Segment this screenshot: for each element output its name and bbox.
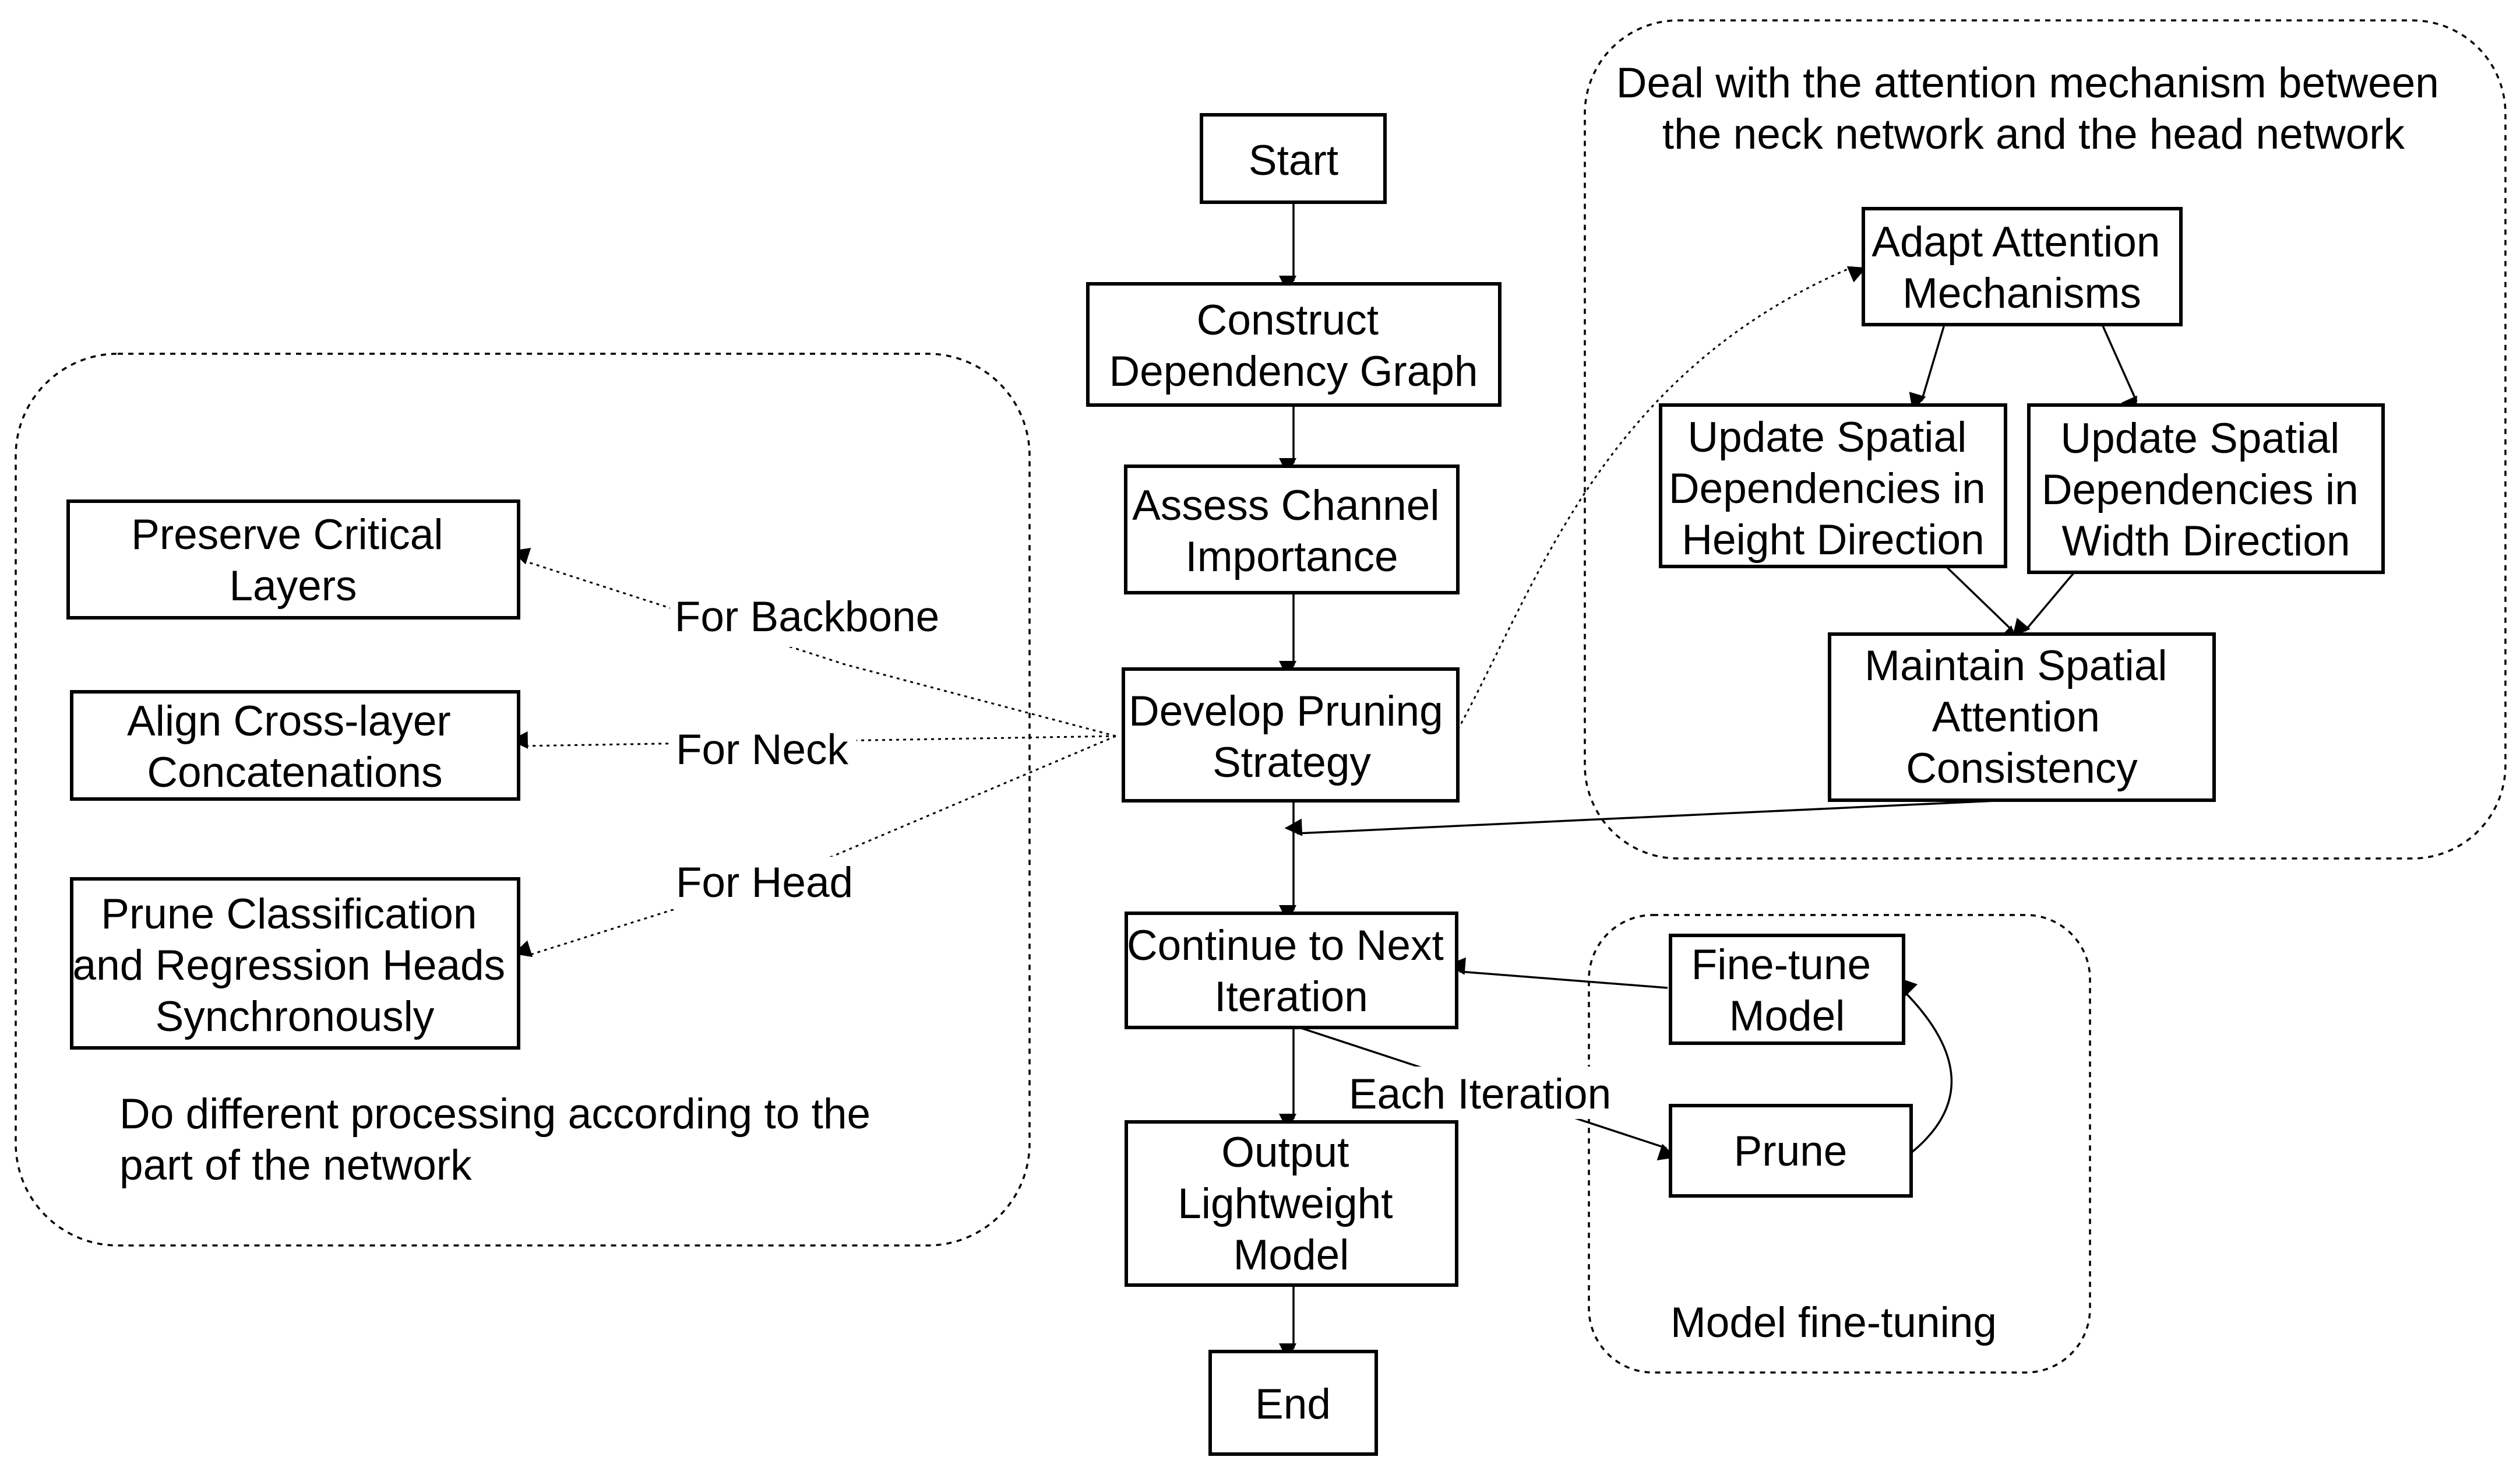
label-for-neck: For Neck: [676, 726, 849, 773]
svg-text:Continue to Next Iterati: Continue to Next Iteration: [1127, 922, 1455, 1020]
label-each-iteration: Each Iteration: [1349, 1071, 1611, 1118]
svg-text:Update Spatial Dependenc: Update Spatial Dependencies in Height Di…: [1669, 414, 1997, 564]
node-align-cross-layer-concatenations: Align Cross-layer Concatenations: [70, 690, 520, 801]
group-network-container: [15, 353, 1031, 1247]
svg-text:Prune Classification and: Prune Classification and Regression Head…: [73, 891, 517, 1040]
edge-develop-preserve: [512, 547, 1116, 737]
svg-text:Maintain Spatial Attenti: Maintain Spatial Attention Consistency: [1865, 642, 2179, 792]
node-construct-dependency-graph: Construct Dependency Graph: [1086, 282, 1502, 407]
svg-text:End: End: [1255, 1381, 1331, 1428]
attention-group-caption: Deal with the attention mechanism betwee…: [1616, 59, 2451, 158]
edge-prune-finetune: [1899, 978, 1952, 1154]
svg-text:Update Spatial Dependenc: Update Spatial Dependencies in Width Dir…: [2042, 415, 2370, 565]
svg-text:Output Lightweight: Output Lightweight Model: [1178, 1129, 1405, 1279]
node-assess-channel-importance: Assess Channel Importance: [1124, 464, 1460, 594]
edge-develop-prune-heads: [513, 735, 1116, 958]
node-preserve-critical-layers: Preserve Critical Layers: [66, 499, 520, 620]
edge-adapt-update-w: [2101, 324, 2138, 416]
node-prune-classification-regression-heads: Prune Classification and Regression Head…: [70, 877, 520, 1050]
svg-text:Align Cross-layer Concat: Align Cross-layer Concatenations: [127, 698, 463, 796]
svg-text:Construct Dependency Gra: Construct Dependency Graph: [1109, 297, 1478, 395]
svg-text:Develop Pruning Strategy: Develop Pruning Strategy: [1129, 688, 1455, 786]
edge-update-h-maintain: [1945, 565, 2018, 644]
node-start: Start: [1200, 113, 1387, 204]
node-end: End: [1208, 1350, 1378, 1456]
svg-text:Fine-tune Model: Fine-tune Model: [1691, 941, 1883, 1040]
svg-text:Start: Start: [1249, 137, 1338, 184]
node-continue-to-next-iteration: Continue to Next Iteration: [1125, 912, 1458, 1029]
svg-text:Preserve Critical Layers: Preserve Critical Layers: [131, 511, 455, 610]
node-develop-pruning-strategy: Develop Pruning Strategy: [1122, 667, 1460, 803]
edge-update-w-maintain: [2012, 571, 2075, 637]
edge-adapt-update-h: [1909, 324, 1945, 411]
node-update-spatial-height: Update Spatial Dependencies in Height Di…: [1659, 403, 2007, 568]
group-attention-container: [1584, 19, 2507, 860]
node-prune: Prune: [1669, 1104, 1913, 1198]
node-fine-tune-model: Fine-tune Model: [1669, 934, 1905, 1045]
edge-develop-adapt: [1457, 266, 1867, 730]
label-for-backbone: For Backbone: [675, 593, 939, 641]
svg-text:Adapt Attention Mechanis: Adapt Attention Mechanisms: [1872, 219, 2172, 317]
node-adapt-attention-mechanisms: Adapt Attention Mechanisms: [1862, 207, 2183, 326]
network-group-caption: Do different processing according to the…: [119, 1090, 882, 1189]
label-for-head: For Head: [676, 859, 853, 906]
node-output-lightweight-model: Output Lightweight Model: [1125, 1120, 1458, 1287]
node-maintain-spatial-attention-consistency: Maintain Spatial Attention Consistency: [1828, 632, 2216, 802]
edge-finetune-continue: [1447, 957, 1668, 989]
node-update-spatial-width: Update Spatial Dependencies in Width Dir…: [2027, 403, 2385, 574]
edge-maintain-merge: [1284, 799, 2008, 836]
svg-text:Prune: Prune: [1734, 1128, 1848, 1175]
edge-develop-align: [510, 731, 1116, 749]
finetune-group-caption: Model fine-tuning: [1670, 1299, 1997, 1346]
svg-text:Assess Channel Importanc: Assess Channel Importance: [1132, 482, 1451, 580]
